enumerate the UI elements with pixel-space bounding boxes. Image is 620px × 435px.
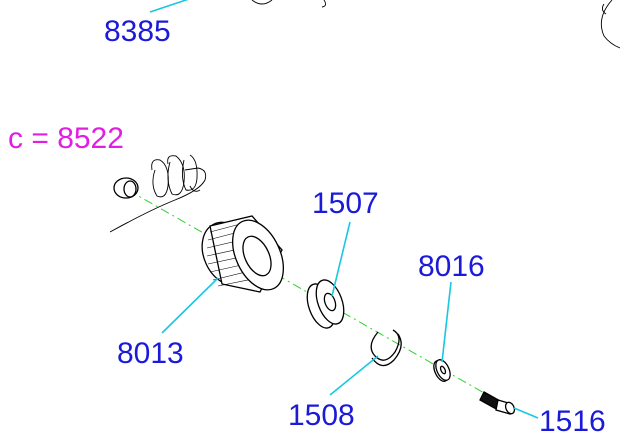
callout-1508: 1508 bbox=[288, 399, 355, 432]
screw bbox=[479, 391, 516, 415]
callout-8385: 8385 bbox=[104, 15, 171, 48]
washer bbox=[433, 359, 451, 382]
leader-1508 bbox=[329, 355, 379, 396]
leader-1507 bbox=[331, 221, 351, 297]
callout-8013: 8013 bbox=[117, 337, 184, 370]
retaining-ring bbox=[370, 329, 402, 367]
leader-8013 bbox=[161, 277, 219, 334]
code-label: c = 8522 bbox=[8, 122, 124, 155]
bearing bbox=[306, 279, 345, 329]
top-partial-drawing bbox=[149, 0, 620, 49]
spring-bracket bbox=[109, 154, 207, 233]
callout-8016: 8016 bbox=[418, 250, 485, 283]
callout-1516: 1516 bbox=[539, 405, 606, 435]
leader-8016 bbox=[441, 281, 452, 363]
leader-1516 bbox=[513, 407, 539, 419]
knurled-wheel bbox=[201, 215, 284, 293]
callout-1507: 1507 bbox=[312, 187, 379, 220]
